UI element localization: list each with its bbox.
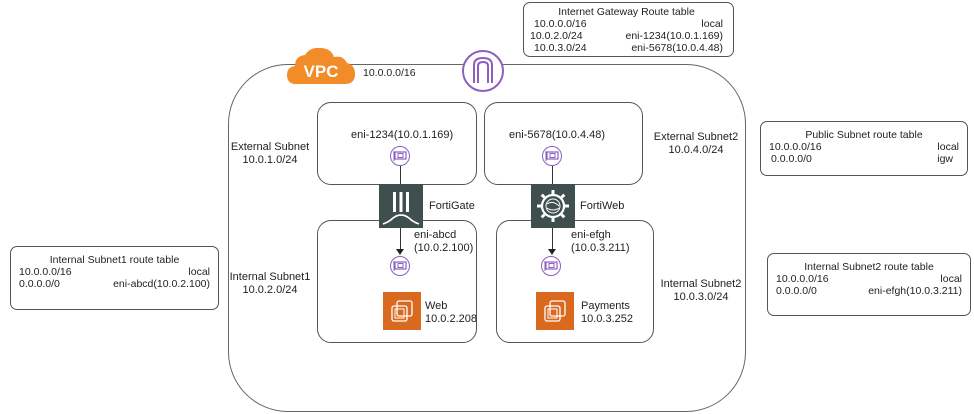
eni-1234-icon[interactable] — [390, 146, 410, 166]
external-subnet-1-name: External Subnet — [230, 141, 310, 153]
external-subnet-1 — [317, 102, 477, 185]
internal-subnet-1-cidr: 10.0.2.0/24 — [242, 284, 298, 296]
arrow-head-icon — [396, 249, 404, 255]
eni-abcd-icon[interactable] — [390, 256, 410, 276]
internal1-route-table-title: Internal Subnet1 route table — [49, 254, 180, 266]
route-row: 0.0.0.0/0 igw — [771, 153, 953, 165]
payments-instance-icon[interactable] — [536, 292, 574, 330]
internet-gateway-icon — [460, 49, 506, 93]
internal2-route-table-title: Internal Subnet2 route table — [804, 261, 934, 273]
external-subnet-2-label: External Subnet2 10.0.4.0/24 — [648, 131, 744, 157]
eni-5678-icon[interactable] — [542, 146, 562, 166]
route-row: 0.0.0.0/0 eni-efgh(10.0.3.211) — [776, 285, 962, 297]
internal-subnet1-route-table: Internal Subnet1 route table 10.0.0.0/16… — [10, 246, 219, 310]
route-row: 10.0.2.0/24 eni-1234(10.0.1.169) — [530, 30, 723, 42]
fortiweb-label: FortiWeb — [580, 200, 625, 212]
route-row: 10.0.0.0/16 local — [19, 266, 210, 278]
internal-subnet2-route-table: Internal Subnet2 route table 10.0.0.0/16… — [767, 253, 971, 316]
igw-route-table: Internet Gateway Route table 10.0.0.0/16… — [523, 2, 734, 57]
igw-route-table-title: Internet Gateway Route table — [558, 6, 695, 18]
arrow-head-icon — [548, 249, 556, 255]
route-row: 10.0.0.0/16 local — [769, 141, 959, 153]
web-instance-ip: 10.0.2.208 — [425, 313, 477, 325]
vpc-cloud-icon — [287, 47, 355, 84]
payments-instance-label: Payments 10.0.3.252 — [581, 300, 633, 326]
fortiweb-external-link — [552, 166, 553, 186]
external-subnet-2 — [484, 102, 643, 185]
eni-5678-label: eni-5678(10.0.4.48) — [509, 129, 606, 141]
eni-1234-label: eni-1234(10.0.1.169) — [351, 129, 454, 141]
web-instance-name: Web — [425, 300, 448, 312]
route-row: 10.0.0.0/16 local — [776, 273, 962, 285]
fortigate-internal-link — [400, 226, 401, 250]
fortigate-label: FortiGate — [429, 200, 475, 212]
fortiweb-internal-link — [552, 226, 553, 250]
fortigate-external-link — [400, 166, 401, 186]
payments-instance-ip: 10.0.3.252 — [581, 313, 633, 325]
web-instance-label: Web 10.0.2.208 — [425, 300, 477, 326]
vpc-label: VPC — [303, 62, 339, 81]
route-row: 10.0.3.0/24 eni-5678(10.0.4.48) — [534, 42, 723, 54]
fortigate-icon[interactable] — [379, 184, 423, 228]
internal-subnet-2-name: Internal Subnet2 — [660, 278, 742, 290]
fortiweb-icon[interactable] — [531, 184, 575, 228]
internal-subnet-1-name: Internal Subnet1 — [229, 271, 311, 283]
internal-subnet-2-label: Internal Subnet2 10.0.3.0/24 — [653, 278, 749, 304]
vpc-cloud-badge: VPC — [286, 46, 356, 86]
internal-subnet-2 — [496, 220, 654, 343]
external-subnet-1-cidr: 10.0.1.0/24 — [242, 154, 298, 166]
internal-subnet-1-label: Internal Subnet1 10.0.2.0/24 — [222, 271, 318, 297]
eni-abcd-label: eni-abcd (10.0.2.100) — [414, 229, 474, 254]
web-instance-icon[interactable] — [383, 292, 421, 330]
payments-instance-name: Payments — [581, 300, 630, 312]
route-row: 10.0.0.0/16 local — [534, 18, 723, 30]
internal-subnet-2-cidr: 10.0.3.0/24 — [673, 291, 729, 303]
eni-efgh-icon[interactable] — [541, 256, 561, 276]
public-subnet-route-table: Public Subnet route table 10.0.0.0/16 lo… — [760, 121, 968, 176]
external-subnet-2-cidr: 10.0.4.0/24 — [668, 144, 724, 156]
external-subnet-1-label: External Subnet 10.0.1.0/24 — [222, 141, 318, 167]
vpc-cidr: 10.0.0.0/16 — [363, 67, 416, 79]
route-row: 0.0.0.0/0 eni-abcd(10.0.2.100) — [19, 278, 210, 290]
public-route-table-title: Public Subnet route table — [805, 129, 923, 141]
external-subnet-2-name: External Subnet2 — [653, 131, 739, 143]
eni-efgh-label: eni-efgh (10.0.3.211) — [571, 229, 630, 254]
